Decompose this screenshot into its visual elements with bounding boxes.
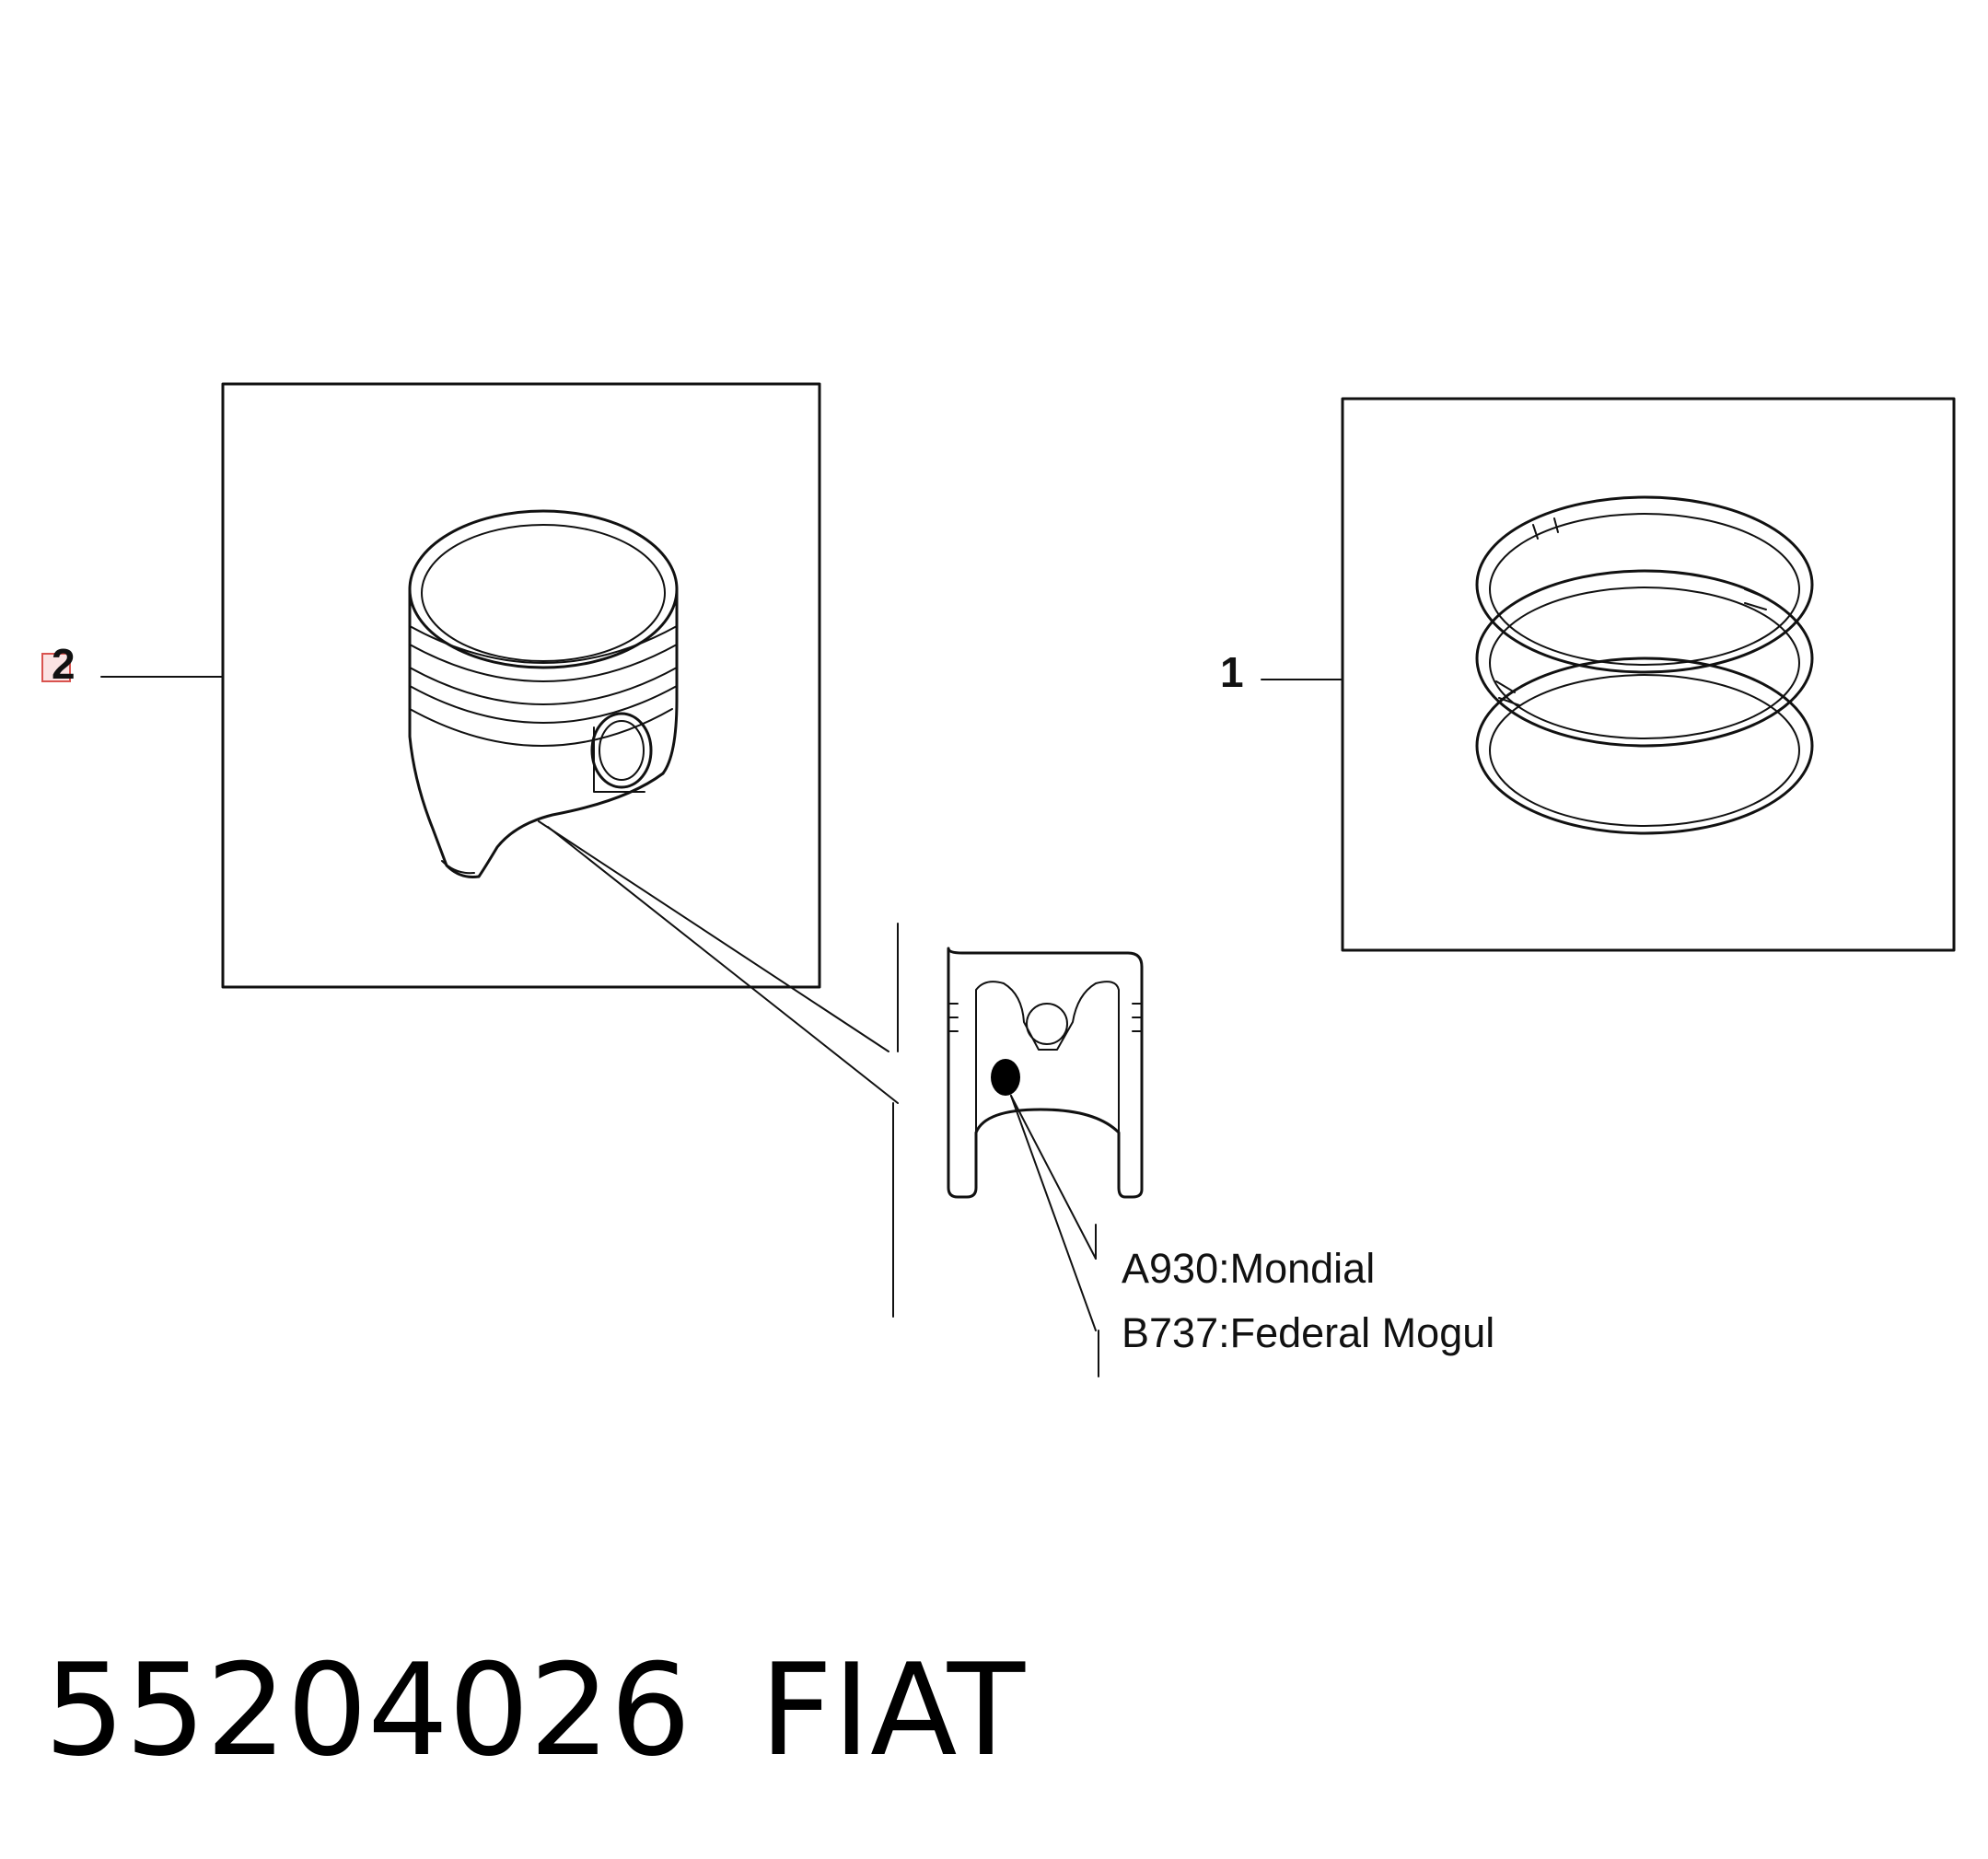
caption: 55204026 FIAT [44, 1636, 1026, 1784]
callout-1[interactable]: 1 [1220, 648, 1244, 696]
callout-2[interactable]: 2 [52, 640, 76, 688]
piston-icon [408, 509, 679, 878]
supplier-a930: A930:Mondial [1122, 1245, 1375, 1292]
callout-marker-box [41, 653, 71, 682]
rings-panel[interactable]: 1 [1220, 397, 1956, 952]
piston-rings-icon [1475, 495, 1814, 835]
piston-section-view: A930:Mondial B737:Federal Mogul [892, 923, 1494, 1377]
rings-frame [1341, 397, 1956, 952]
piston-frame [221, 382, 821, 989]
piston-section-icon [947, 947, 1144, 1199]
brand-name: FIAT [760, 1636, 1026, 1784]
supplier-b737: B737:Federal Mogul [1122, 1309, 1494, 1356]
piston-panel[interactable]: 2 [41, 382, 899, 1104]
part-number: 55204026 [44, 1636, 691, 1784]
